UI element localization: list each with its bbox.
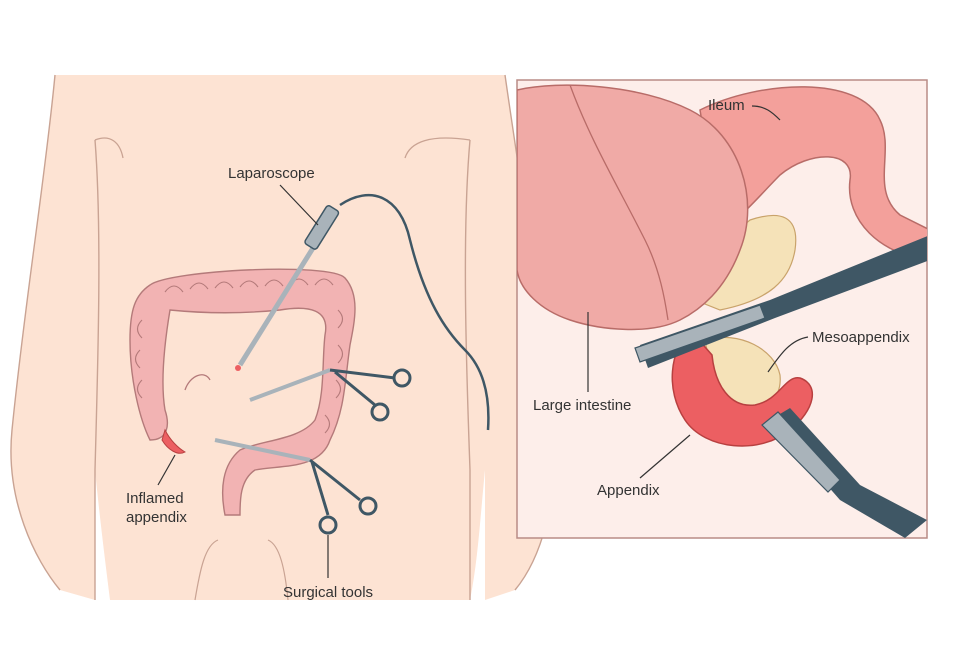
grasper-lower-handle [309,458,361,516]
collar-right [404,137,471,159]
grasper-upper-shaft [249,368,331,402]
grasper-upper-ring-2 [370,402,390,422]
colon-body [129,268,356,516]
label-ileum: Ileum [708,97,745,114]
grasper-upper-ring-1 [392,368,412,388]
grasper-lower [214,438,378,535]
laparoscope-shaft [237,238,321,367]
grasper-lower-ring-2 [318,515,338,535]
inset-large-intestine [517,84,749,331]
label-inflamed-line2: appendix [126,509,187,526]
torso-figure [10,74,555,601]
grasper-lower-ring-1 [358,496,378,516]
leader-laparoscope [279,184,319,226]
leader-inflamed-appendix [157,454,176,486]
laparoscope-handle [304,205,340,250]
arm-line-right [464,139,471,600]
inset-taenia [569,84,669,321]
colon-haustra [134,278,344,434]
laparoscope-tool [235,194,490,431]
label-mesoappendix: Mesoappendix [812,329,910,346]
grasper-lower-shaft [214,438,311,462]
laparoscope-cable [339,194,490,431]
inset-panel: Ileum Mesoappendix Large intestine Appen… [516,79,928,539]
grasper-upper-handle [329,368,396,407]
laparoscope-tip [235,365,241,371]
inset-clamp-tool [634,236,927,368]
hip-line [194,539,289,601]
leader-ileum [751,105,781,121]
torso-body [10,75,554,600]
grasper-upper [249,368,412,422]
inflamed-appendix [161,428,187,454]
small-bowel-loop [184,374,211,391]
label-inflamed-line1: Inflamed [126,490,184,507]
colon [129,268,356,516]
label-surgical-tools: Surgical tools [283,584,373,601]
label-laparoscope: Laparoscope [228,165,315,182]
torso-outline-left [10,74,61,591]
label-appendix: Appendix [597,482,660,499]
inset-forceps-tool [761,408,927,538]
label-large-intestine: Large intestine [533,397,631,414]
arm-line-left [94,139,100,600]
leader-appendix [639,434,691,479]
collar-left [94,137,124,159]
leader-mesoappendix [767,336,809,373]
